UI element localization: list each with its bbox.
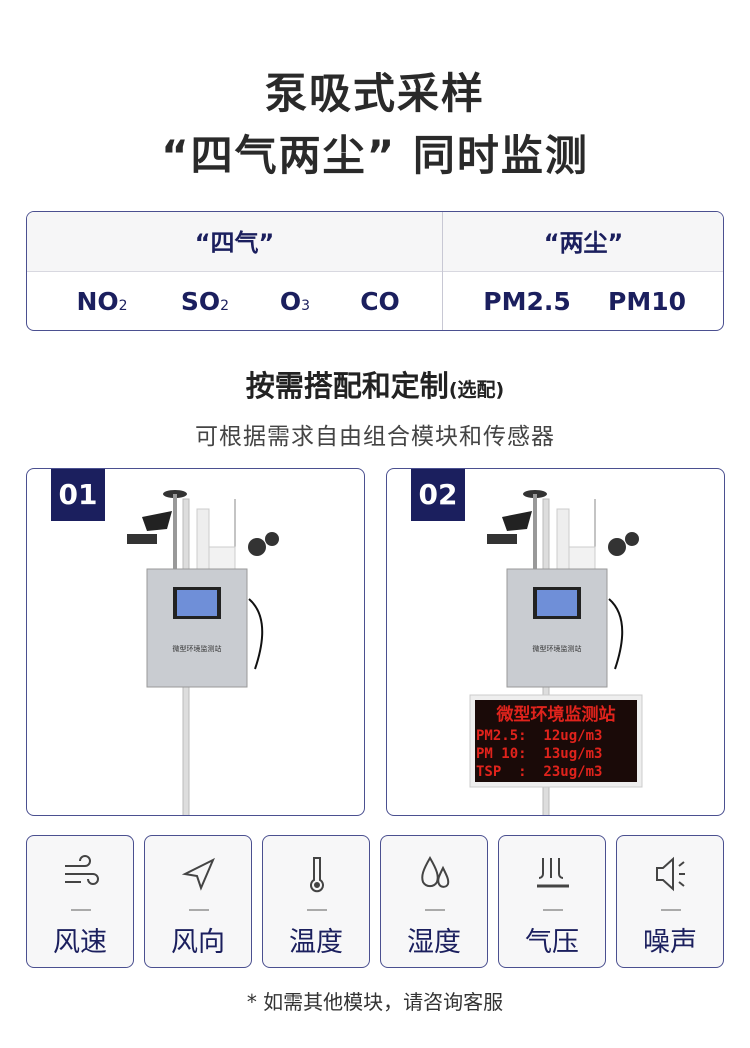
direction-arrow-icon xyxy=(181,857,215,891)
sensor-card-wind-speed: 风速 xyxy=(26,835,134,968)
dust-pm10: PM10 xyxy=(608,287,686,316)
gas-o3: O3 xyxy=(279,287,311,316)
speaker-icon xyxy=(656,856,685,892)
option-number: 01 xyxy=(51,469,105,521)
option-number: 02 xyxy=(411,469,465,521)
sensor-card-wind-direction: 风向 xyxy=(144,835,252,968)
gas-so2: SO2 xyxy=(180,287,230,316)
led-line-pm25: PM2.5: 12ug/m3 xyxy=(476,728,602,744)
dust-header: “两尘” xyxy=(543,229,624,257)
pollutant-table: “四气” “两尘” NO2 SO2 O3 CO PM2.5 PM10 xyxy=(26,211,724,331)
sensor-label: 噪声 xyxy=(643,927,697,958)
monitoring-station-image: 微型环境监测站 xyxy=(127,490,279,815)
device-label: 微型环境监测站 xyxy=(173,644,222,653)
sensor-card-temperature: 温度 xyxy=(262,835,370,968)
wind-icon xyxy=(65,855,99,885)
water-drops-icon xyxy=(421,856,450,888)
pressure-icon xyxy=(537,858,569,888)
gas-no2: NO2 xyxy=(76,287,128,316)
headline-line-1: 泵吸式采样 xyxy=(264,69,485,118)
sensor-card-humidity: 湿度 xyxy=(380,835,488,968)
dust-pm25: PM2.5 xyxy=(483,287,571,316)
headline-line-2: “四气两尘” 同时监测 xyxy=(161,131,589,180)
thermometer-icon xyxy=(310,857,324,893)
gas-header: “四气” xyxy=(194,229,275,257)
sensor-card-noise: 噪声 xyxy=(616,835,724,968)
device-label: 微型环境监测站 xyxy=(533,644,582,653)
sensor-card-pressure: 气压 xyxy=(498,835,606,968)
sensor-label: 气压 xyxy=(525,927,579,958)
footer-note: * 如需其他模块，请咨询客服 xyxy=(246,990,504,1014)
led-line-pm10: PM 10: 13ug/m3 xyxy=(476,746,602,762)
monitoring-station-with-display-image: 微型环境监测站 微型环境监测站 PM2.5: 12ug/m3 PM 10: 13… xyxy=(469,490,643,815)
sensor-label: 湿度 xyxy=(407,927,461,958)
led-display-title: 微型环境监测站 xyxy=(496,704,616,725)
custom-subtitle: 可根据需求自由组合模块和传感器 xyxy=(195,424,555,450)
custom-title: 按需搭配和定制(选配) xyxy=(245,369,505,403)
sensor-label: 风速 xyxy=(53,927,107,958)
sensor-label: 温度 xyxy=(289,927,343,958)
led-line-tsp: TSP : 23ug/m3 xyxy=(476,764,602,780)
gas-co: CO xyxy=(360,287,400,316)
option-panel-02: 02 微型环境监测站 微型环境监测站 PM2.5: 12ug/m3 PM 10:… xyxy=(386,468,725,816)
option-panel-01: 01 微型环境监测站 xyxy=(26,468,365,816)
sensor-label: 风向 xyxy=(171,927,225,958)
